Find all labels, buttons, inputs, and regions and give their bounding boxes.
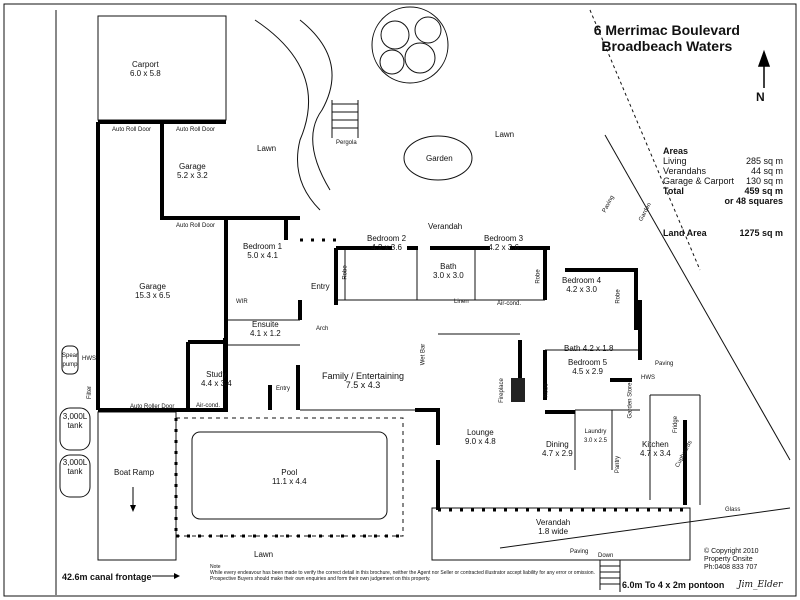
label-wet-bar: Wet Bar: [420, 343, 427, 366]
label-boat-ramp: Boat Ramp: [114, 468, 155, 477]
label-fridge: Fridge: [673, 415, 680, 434]
label-fireplace: Fireplace: [498, 378, 505, 403]
label-filter: Filter: [87, 385, 94, 400]
label-entry: Entry: [276, 386, 291, 392]
label-wir: WIR: [236, 299, 248, 305]
note-text: While every endeavour has been made to v…: [210, 570, 595, 582]
label-paving: Paving: [570, 549, 589, 555]
label-linen: Linen: [454, 299, 469, 305]
label-hws: HWS: [641, 375, 655, 381]
label-auto-roll-door: Auto Roll Door: [112, 127, 152, 133]
label-spear-pump: Spear pump: [61, 353, 78, 368]
label-auto-roll-door: Auto Roll Door: [176, 223, 216, 229]
label-down: Down: [598, 553, 614, 559]
label-lawn: Lawn: [257, 144, 277, 153]
disclaimer-note: Note While every endeavour has been made…: [210, 564, 595, 582]
label-glass: Glass: [725, 507, 741, 513]
areas-squares: or 48 squares: [724, 196, 783, 206]
fireplace-symbol: [511, 378, 525, 402]
property-title: 6 Merrimac Boulevard Broadbeach Waters: [594, 22, 740, 54]
label-entry: Entry: [311, 282, 330, 291]
label-robe: Robe: [615, 289, 622, 304]
label-paving: Paving: [655, 361, 674, 367]
page-border: [3, 3, 797, 597]
pool-outline: [191, 431, 388, 520]
areas-heading: Areas: [663, 146, 689, 156]
label-tank1: 3,000L tank: [62, 412, 88, 430]
address-line2: Broadbeach Waters: [601, 38, 733, 54]
note-heading: Note: [210, 564, 221, 570]
label-air-cond: Air-cond.: [497, 301, 522, 307]
boundary-line: [604, 134, 791, 461]
north-arrow: [757, 49, 771, 88]
copyright-block: © Copyright 2010 Property Onsite Ph:0408…: [704, 548, 759, 571]
label-robe: Robe: [543, 383, 550, 398]
label-robe: Robe: [535, 269, 542, 284]
label-tank2: 3,000L tank: [62, 458, 88, 476]
label-arch: Arch: [316, 326, 329, 332]
label-hws: HWS: [82, 356, 96, 362]
label-garden-store: Garden Store: [627, 382, 634, 419]
label-verandah: Verandah: [428, 222, 463, 231]
label-pantry: Pantry: [615, 455, 622, 474]
label-pergola: Pergola: [336, 140, 357, 146]
label-garden: Garden: [426, 154, 453, 163]
label-auto-roller-door: Auto Roller Door: [130, 404, 175, 410]
north-label: N: [756, 90, 765, 104]
label-robe: Robe: [342, 265, 349, 280]
label-auto-roll-door: Auto Roll Door: [176, 127, 216, 133]
tree: [371, 6, 449, 84]
pergola: [331, 100, 359, 138]
label-lawn: Lawn: [495, 130, 515, 139]
canal-frontage: 42.6m canal frontage: [62, 572, 152, 582]
signature: Jim_Elder: [738, 580, 783, 590]
carport-outline: [97, 15, 227, 121]
address-line1: 6 Merrimac Boulevard: [593, 22, 740, 38]
label-lawn: Lawn: [254, 550, 274, 559]
room-bath2: Bath 4.2 x 1.8: [564, 344, 614, 353]
label-air-cond: Air-cond.: [196, 403, 221, 409]
pontoon-label: 6.0m To 4 x 2m pontoon: [622, 580, 725, 590]
garden-bed: [403, 135, 473, 181]
